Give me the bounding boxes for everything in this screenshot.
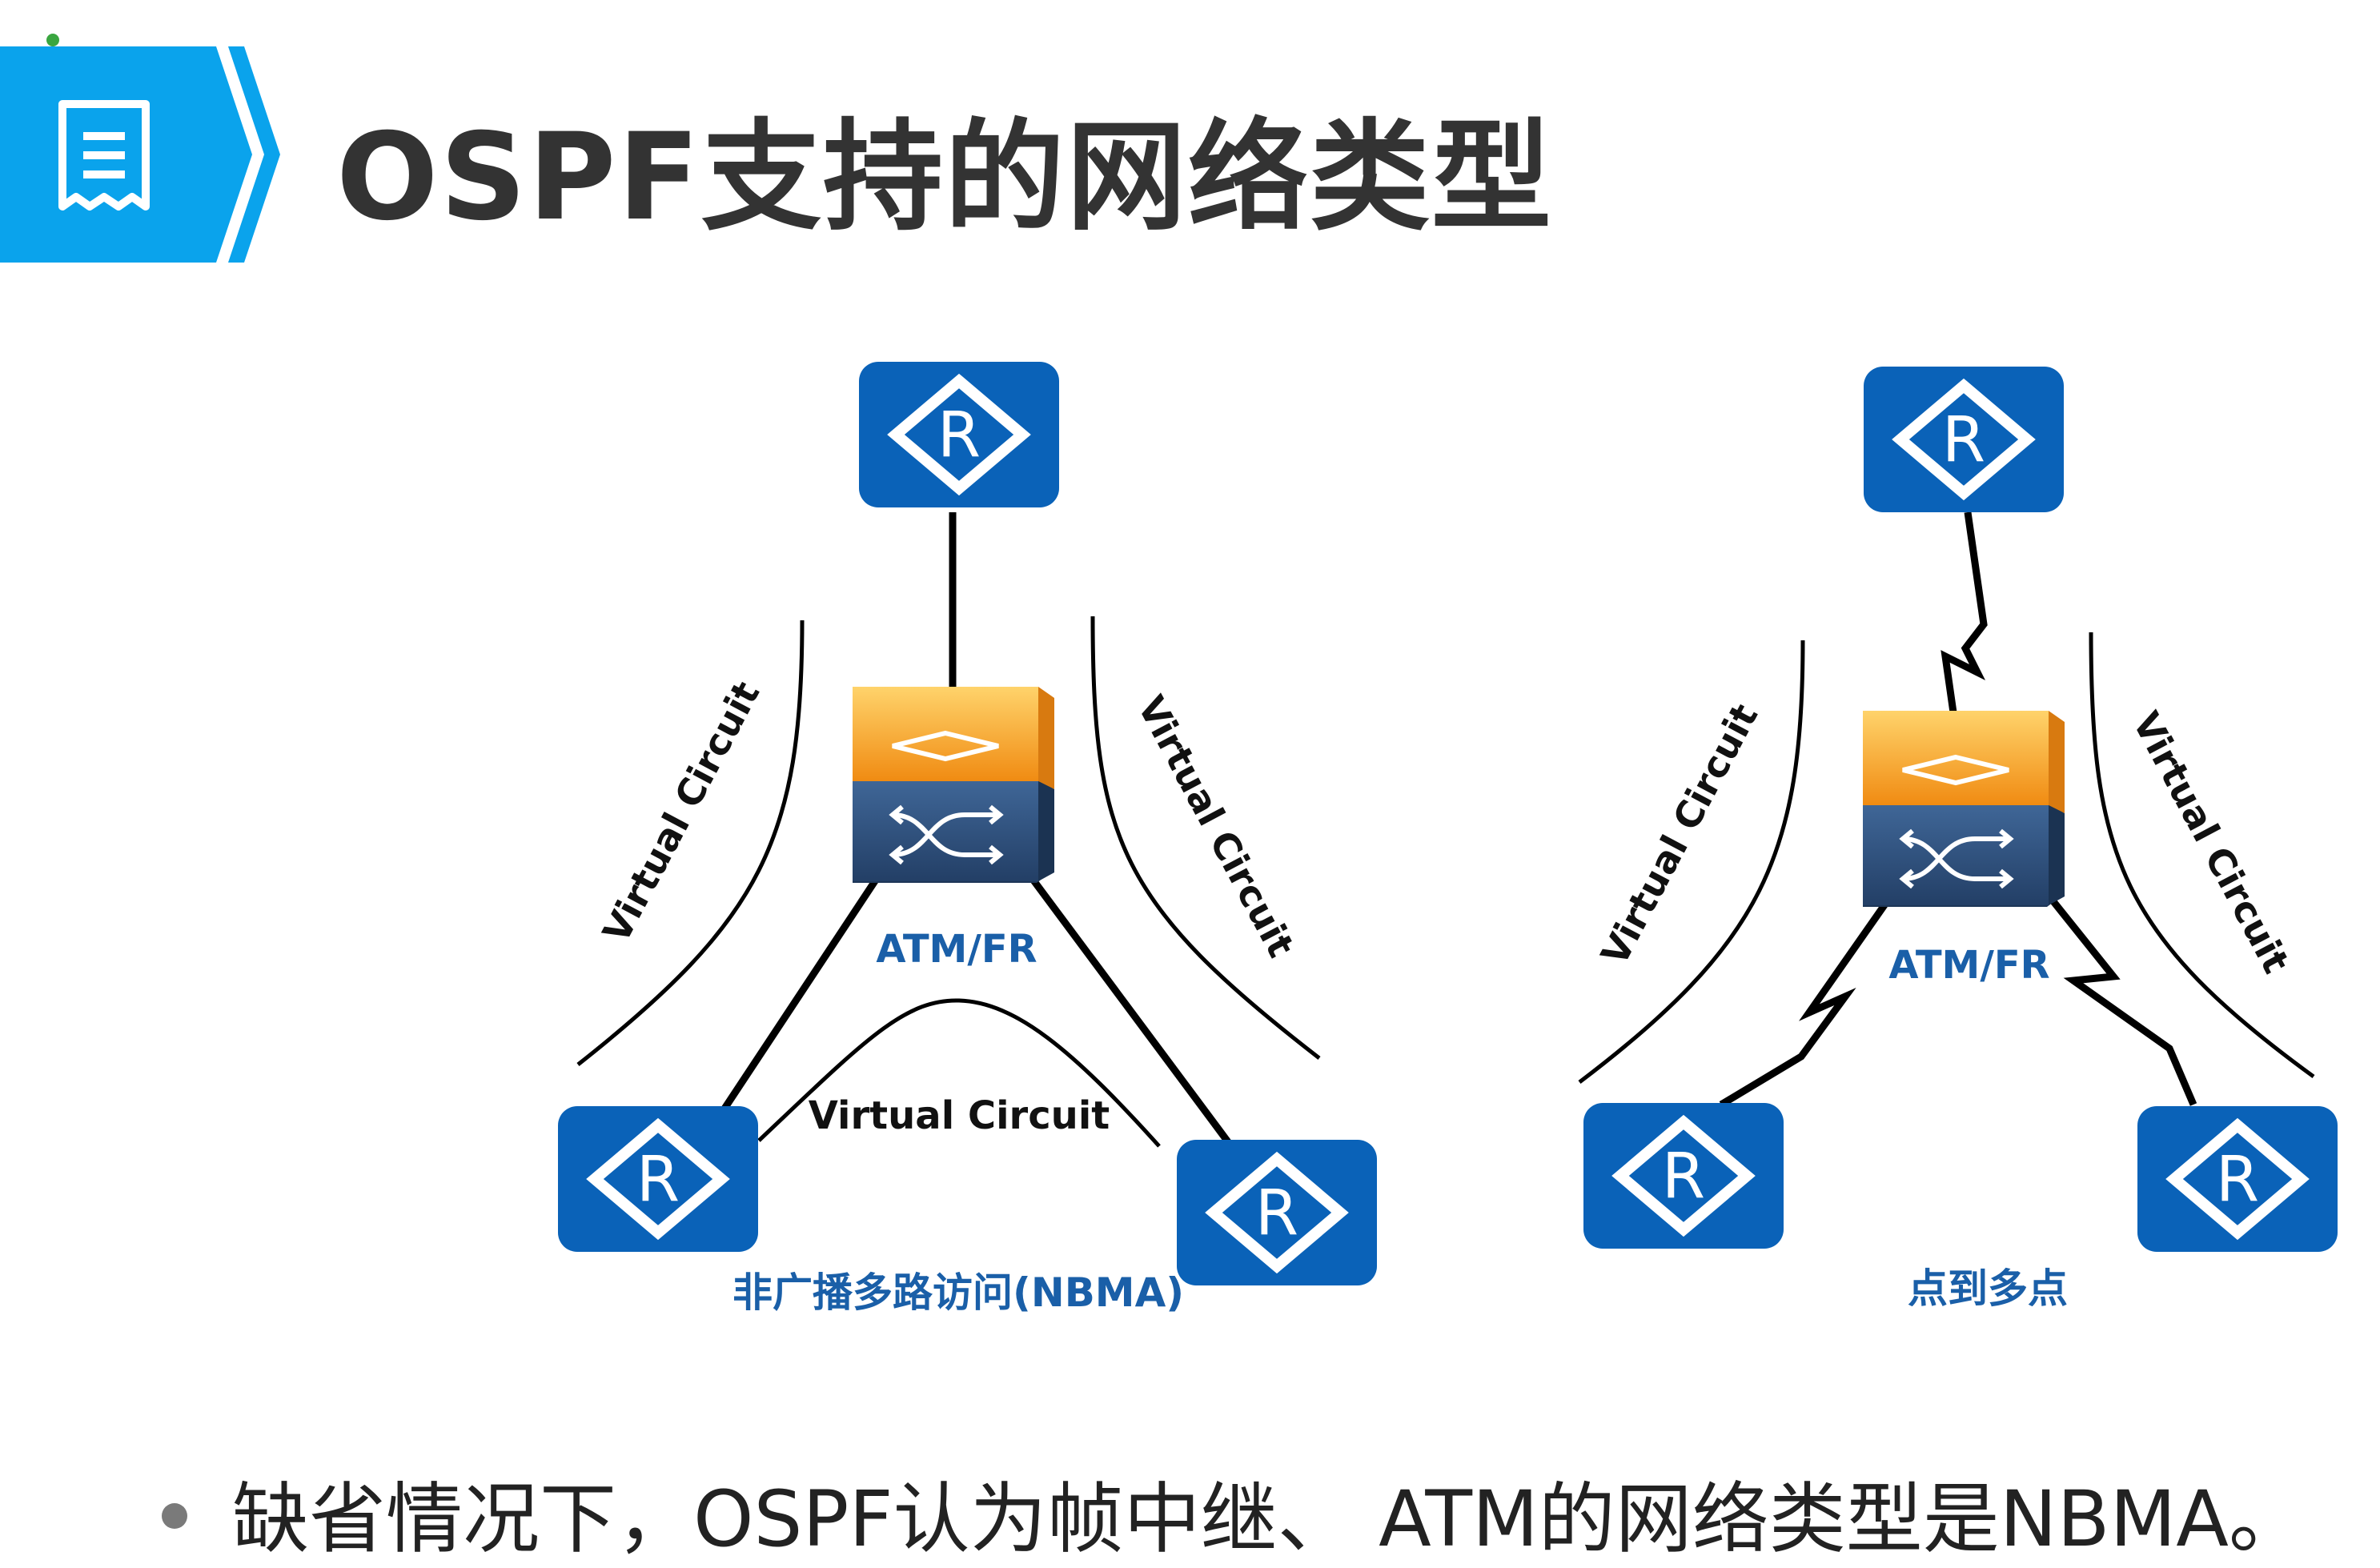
- router-right-2: [2137, 1106, 2338, 1252]
- vc-curve-right: [1090, 616, 1321, 1060]
- p2mp-caption: 点到多点: [1908, 1265, 2068, 1312]
- link-left: [721, 858, 892, 1111]
- vc-label-right-2: Virtual Circuit: [2125, 705, 2298, 981]
- nbma-diagram: ATM/FR Virtual Circuit Virtual Circuit V…: [558, 362, 1377, 1285]
- atm-switch: [853, 687, 1054, 883]
- serial-link-top: [1941, 511, 1988, 713]
- document-list-icon: [58, 100, 150, 211]
- vc-label-right: Virtual Circuit: [1130, 689, 1303, 964]
- nbma-caption: 非广播多路访问(NBMA): [732, 1269, 1185, 1316]
- bullet-dot: [162, 1503, 187, 1529]
- serial-link-right: [2046, 894, 2197, 1106]
- page-title: OSPF支持的网络类型: [336, 108, 1553, 247]
- vc-label-left: Virtual Circuit: [594, 675, 768, 950]
- router-left-2: [1583, 1103, 1784, 1249]
- switch-label-2: ATM/FR: [1888, 943, 2049, 988]
- router-top: [859, 362, 1059, 507]
- atm-switch-2: [1863, 711, 2065, 907]
- switch-label: ATM/FR: [876, 927, 1037, 972]
- router-right: [1177, 1140, 1377, 1285]
- vc-label-left-2: Virtual Circuit: [1592, 697, 1766, 972]
- vc-curve-left: [576, 620, 805, 1066]
- router-left: [558, 1106, 758, 1252]
- bullet-text: 缺省情况下，OSPF认为帧中继、 ATM的网络类型是NBMA。: [232, 1474, 2306, 1564]
- serial-link-left: [1719, 890, 1896, 1108]
- vc-curve-bottom: [757, 998, 1161, 1148]
- vc-curve-left-2: [1578, 640, 1805, 1084]
- vc-curve-right-2: [2089, 632, 2315, 1079]
- status-dot: [46, 34, 59, 46]
- router-top-2: [1864, 367, 2064, 512]
- vc-label-bottom: Virtual Circuit: [809, 1093, 1110, 1138]
- p2mp-diagram: ATM/FR Virtual Circuit Virtual Circuit: [1579, 367, 2338, 1252]
- title-banner: [0, 46, 280, 263]
- link-right: [1021, 866, 1232, 1145]
